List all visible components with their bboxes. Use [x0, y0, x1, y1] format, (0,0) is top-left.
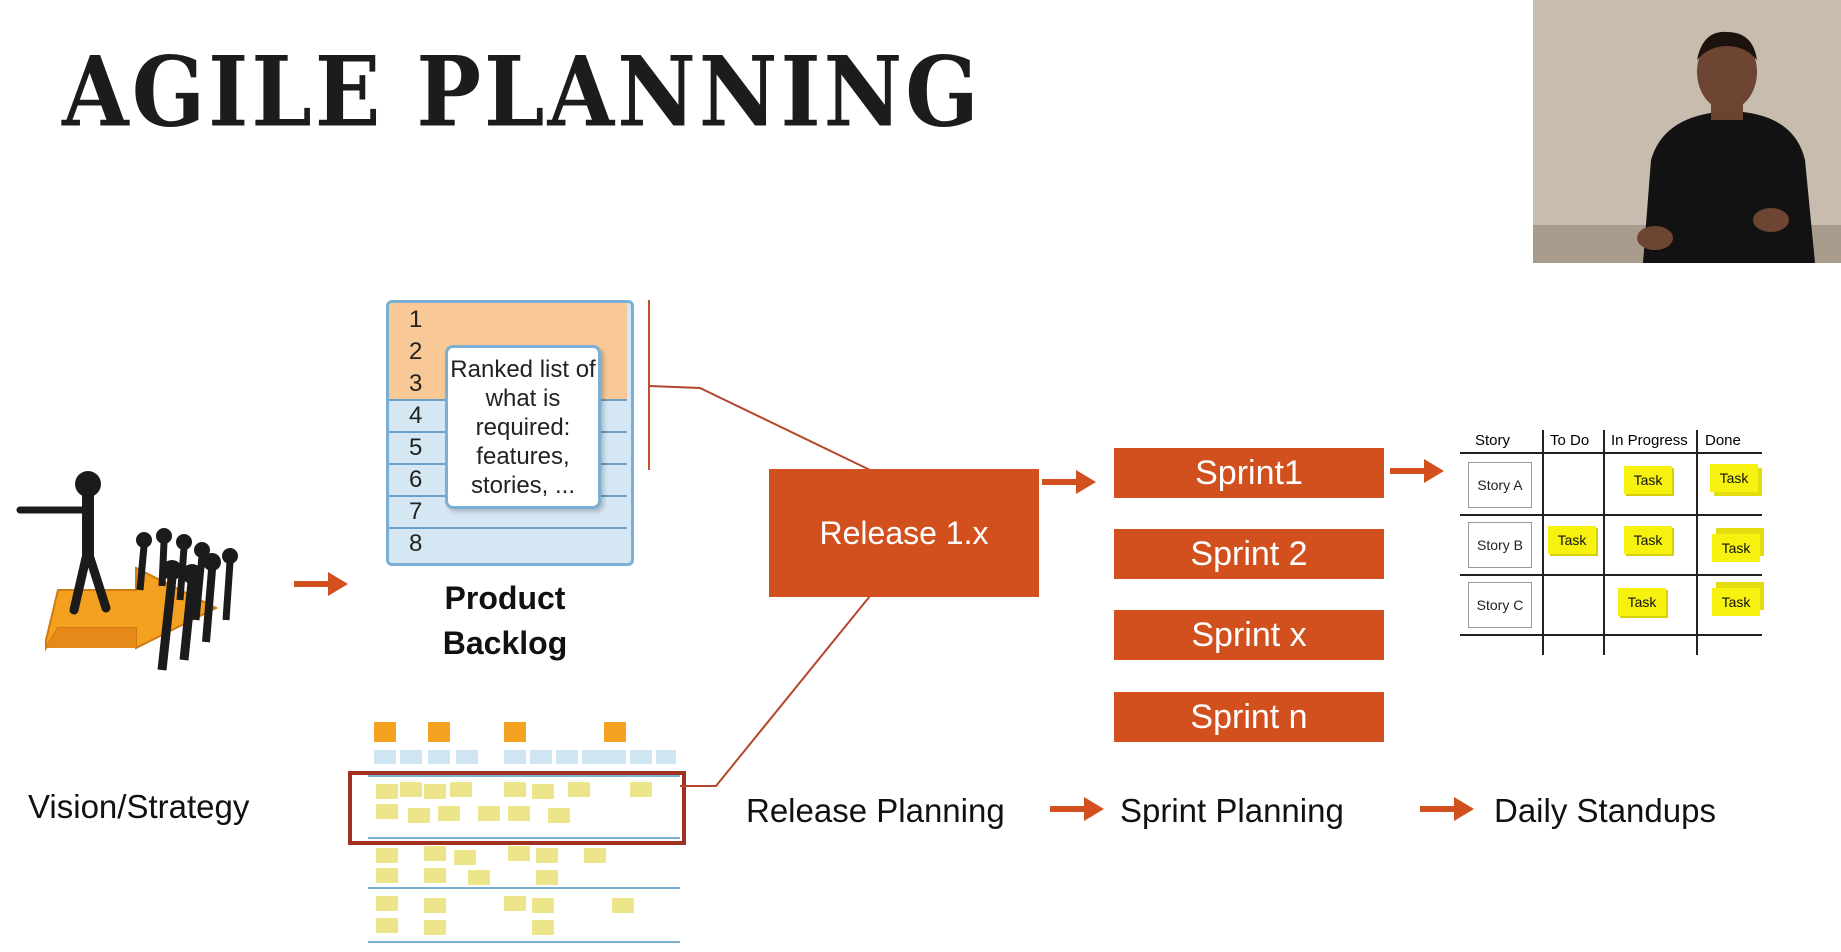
- release-planning-label: Release Planning: [746, 792, 1005, 829]
- backlog-note: Ranked list of what is required: feature…: [445, 345, 601, 509]
- arrow-right-icon: [1420, 797, 1474, 821]
- product-backlog-caption: Product Backlog: [442, 580, 568, 661]
- arrow-right-icon: [1050, 797, 1104, 821]
- connector-lines: [649, 385, 871, 787]
- arrow-right-icon: [1390, 459, 1444, 483]
- task-card: Task: [1710, 464, 1758, 492]
- task-card: Task: [1618, 588, 1666, 616]
- task-card: Task: [1548, 526, 1596, 554]
- board-header: Done: [1705, 432, 1741, 449]
- vision-strategy-label: Vision/Strategy: [28, 788, 250, 825]
- release-selection-frame: [348, 771, 686, 845]
- story-card: Story B: [1468, 522, 1532, 568]
- task-card: Task: [1712, 534, 1760, 562]
- divider: [648, 300, 650, 470]
- backlog-row: 1: [389, 303, 627, 337]
- sprint-planning-label: Sprint Planning: [1120, 792, 1344, 829]
- product-backlog-list: 1 2 3 4 5 6 7 8 Ranked list of what is r…: [386, 300, 634, 566]
- arrow-right-icon: [1042, 470, 1096, 494]
- sprint-box: Sprint1: [1114, 448, 1384, 498]
- task-card: Task: [1624, 526, 1672, 554]
- release-box: Release 1.x: [769, 469, 1039, 597]
- backlog-row: 7: [389, 495, 627, 529]
- task-board: Story To Do In Progress Done Story A Sto…: [1460, 430, 1762, 655]
- backlog-row: 8: [409, 530, 423, 557]
- board-header: Story: [1475, 432, 1511, 449]
- presenter-video: [1533, 0, 1841, 263]
- story-map-board: [368, 720, 680, 945]
- sprint-box: Sprint n: [1114, 692, 1384, 742]
- task-card: Task: [1624, 466, 1672, 494]
- slide-title: AGILE PLANNING: [62, 36, 982, 150]
- daily-standups-label: Daily Standups: [1494, 792, 1716, 829]
- sprint-box: Sprint x: [1114, 610, 1384, 660]
- story-card: Story C: [1468, 582, 1532, 628]
- vision-leader-illustration: [16, 470, 248, 680]
- board-header: To Do: [1550, 432, 1590, 449]
- task-card: Task: [1712, 588, 1760, 616]
- story-card: Story A: [1468, 462, 1532, 508]
- presenter-figure-icon: [1533, 0, 1841, 263]
- arrow-right-icon: [294, 572, 348, 596]
- sprint-box: Sprint 2: [1114, 529, 1384, 579]
- board-header: In Progress: [1611, 432, 1688, 449]
